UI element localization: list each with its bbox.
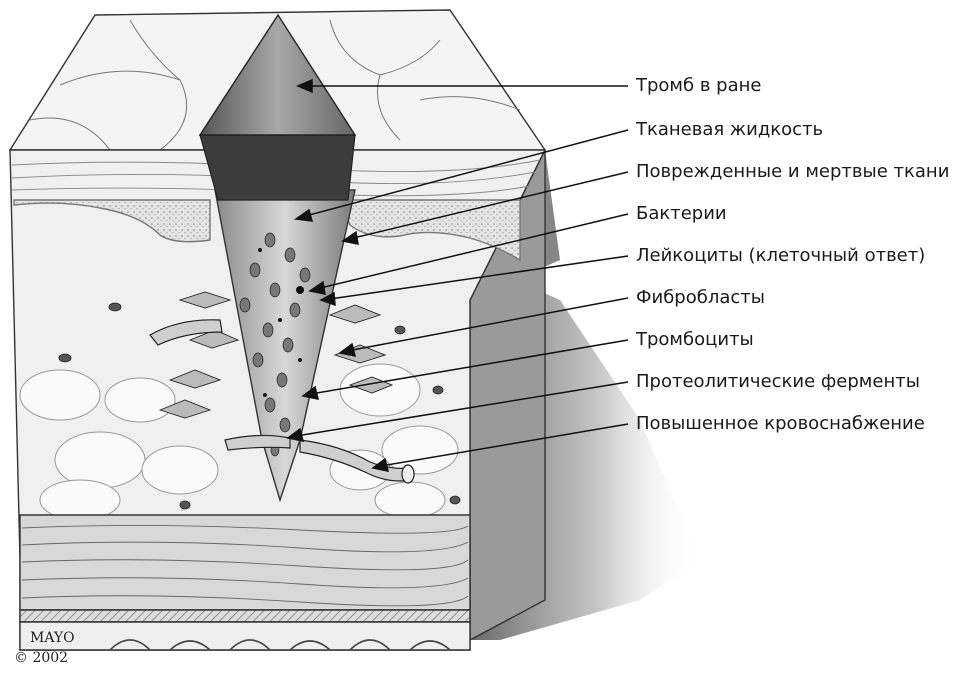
label-wound-clot: Тромб в ране [636, 75, 761, 97]
label-increased-blood-supply: Повышенное кровоснабжение [636, 413, 925, 435]
credit-year: © 2002 [14, 650, 68, 667]
label-tissue-fluid: Тканевая жидкость [636, 119, 823, 141]
label-damaged-dead-tissue: Поврежденные и мертвые ткани [636, 161, 949, 183]
label-leukocytes: Лейкоциты (клеточный ответ) [636, 245, 925, 267]
credit-mayo: MAYO [30, 630, 75, 647]
label-platelets: Тромбоциты [636, 329, 754, 351]
label-bacteria: Бактерии [636, 203, 727, 225]
label-proteolytic-enzymes: Протеолитические ферменты [636, 371, 920, 393]
label-fibroblasts: Фибробласты [636, 287, 765, 309]
